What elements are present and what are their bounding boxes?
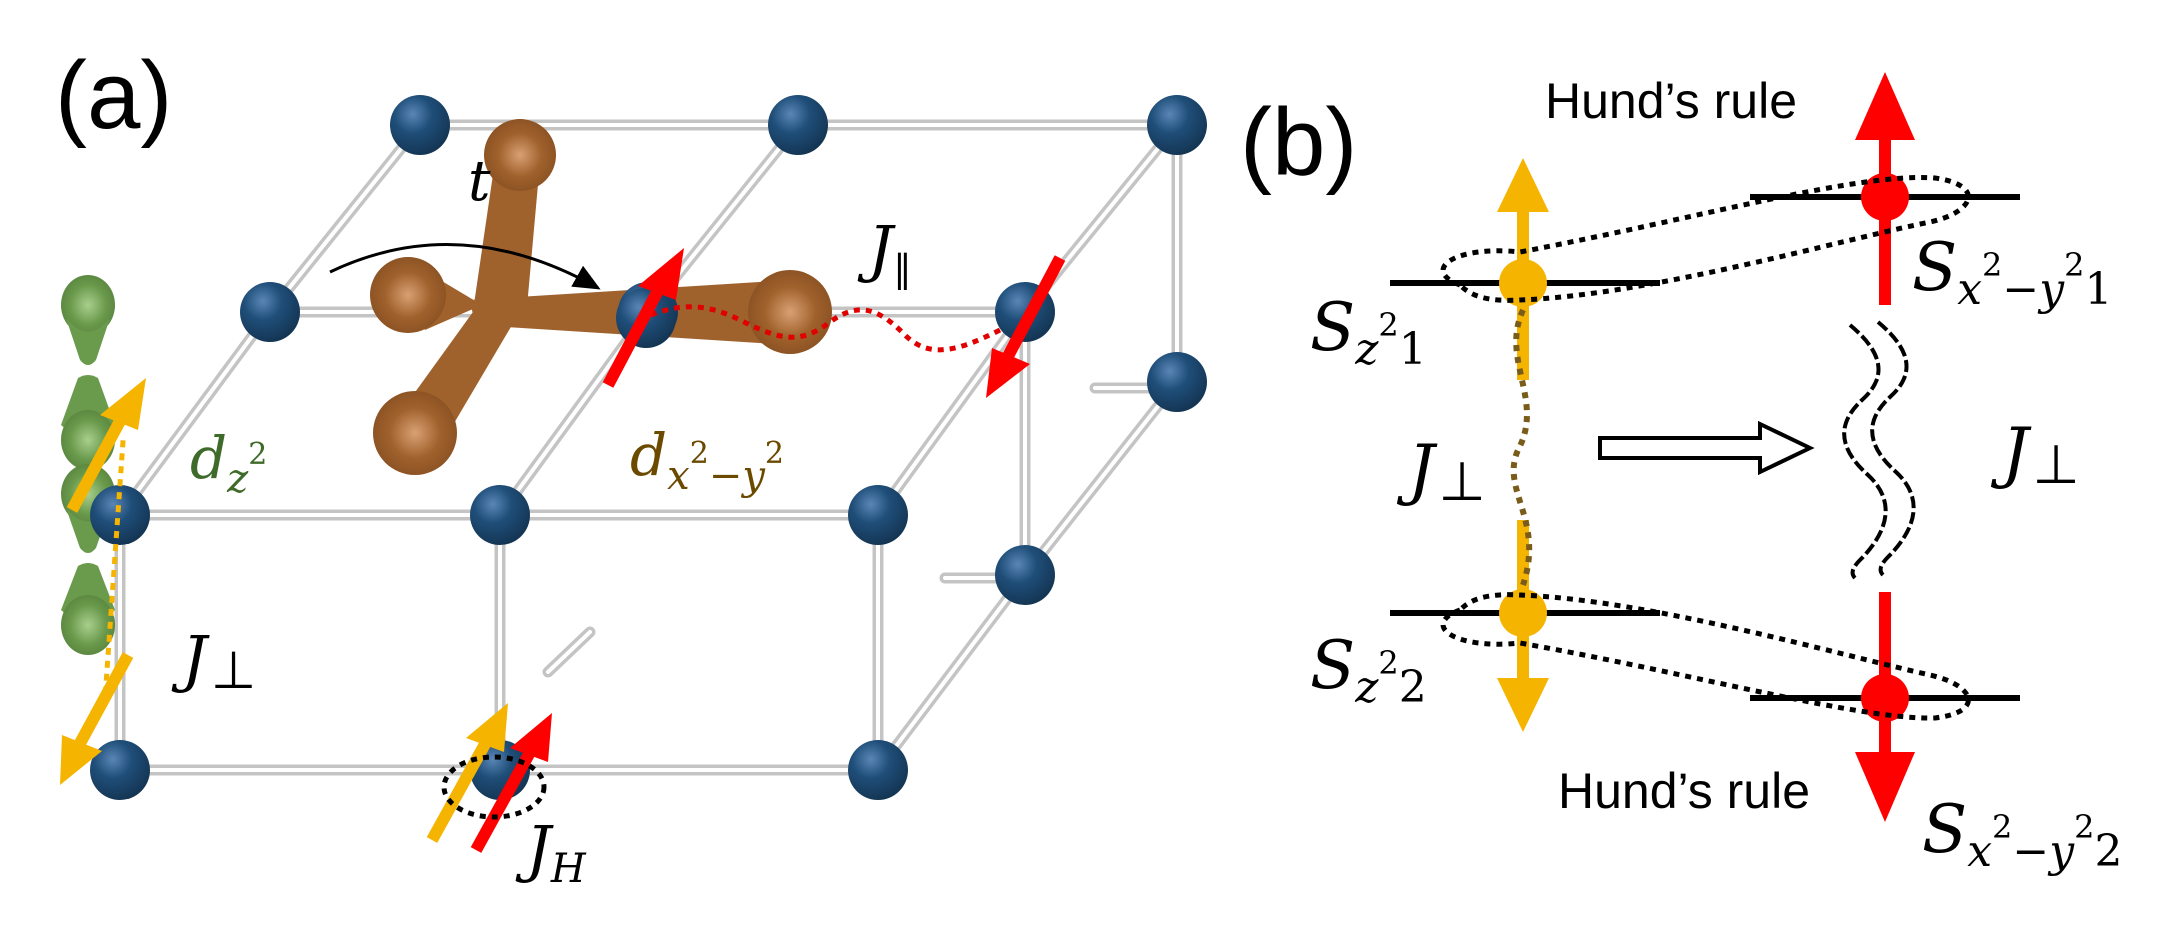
transform-arrow xyxy=(1598,420,1815,476)
spin-x2y2-2-down xyxy=(1855,592,1915,822)
spin-z2-1-up xyxy=(1497,158,1549,380)
lattice-bond xyxy=(118,310,272,517)
j-hund-label: JH xyxy=(515,812,587,892)
ni-atom xyxy=(995,545,1055,605)
dz2-orbital-stack xyxy=(61,275,115,655)
ni-atom xyxy=(848,485,908,545)
hund-spin-yellow xyxy=(426,703,508,843)
hopping-arrow xyxy=(329,243,601,290)
spin-up-dx2y2 xyxy=(602,248,684,388)
j-parallel-label: J∥ xyxy=(857,212,912,291)
panel-a: (a) xyxy=(55,42,1207,892)
spin-down-dz2-lower xyxy=(60,652,134,785)
s-x2y2-2-label: Sx2−y22 xyxy=(1922,791,2123,877)
ni-atom xyxy=(1147,352,1207,412)
lattice-bonds-highlight xyxy=(118,123,1179,772)
spin-x2y2-1-up xyxy=(1855,72,1915,305)
dx2y2-label: dx2−y2 xyxy=(630,421,784,499)
s-x2y2-1-label: Sx2−y21 xyxy=(1912,229,2113,315)
ni-atom xyxy=(848,740,908,800)
ni-atom xyxy=(240,282,300,342)
j-parallel-wavy-line xyxy=(638,304,1002,353)
j-perp-double-wavy xyxy=(1842,320,1916,580)
ni-atom xyxy=(1147,95,1207,155)
s-z2-1-label: Sz21 xyxy=(1310,289,1427,375)
ni-atom xyxy=(90,485,150,545)
dz2-label: dz2 xyxy=(190,424,267,502)
hund-rule-bottom: Hund’s rule xyxy=(1558,763,1810,819)
lattice-bond xyxy=(876,310,1027,517)
lattice-bond xyxy=(546,630,592,674)
j-perp-dz2-dotted xyxy=(102,440,126,700)
spin-up-dz2-upper xyxy=(66,378,146,513)
hund-coupling-ellipse xyxy=(441,754,547,820)
ni-atom xyxy=(470,485,530,545)
panel-b: (b) xyxy=(1240,72,2123,877)
spin-z2-2-down xyxy=(1497,520,1549,732)
lattice-bond xyxy=(1023,380,1179,577)
hund-rule-top: Hund’s rule xyxy=(1545,73,1797,129)
ni-atom xyxy=(390,95,450,155)
spin-down-dx2y2 xyxy=(986,255,1066,398)
ni-atom xyxy=(90,740,150,800)
panel-a-label: (a) xyxy=(55,42,172,149)
hopping-label: t xyxy=(468,149,491,214)
ni-atom xyxy=(768,95,828,155)
j-perp-label-a: J⊥ xyxy=(171,622,256,700)
j-perp-left-label: J⊥ xyxy=(1396,431,1486,512)
lattice-bond xyxy=(268,123,422,314)
s-z2-2-label: Sz22 xyxy=(1310,627,1427,713)
panel-b-label: (b) xyxy=(1240,89,1357,196)
j-perp-right-label: J⊥ xyxy=(1990,414,2080,495)
lattice-bond xyxy=(876,573,1027,772)
